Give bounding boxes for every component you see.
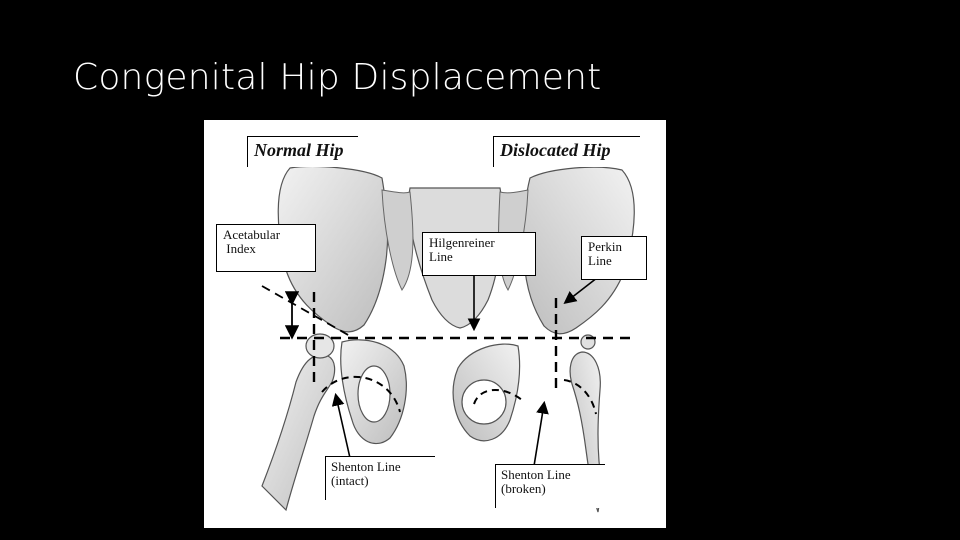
shenton-intact-label: Shenton Line (intact) [325, 456, 435, 500]
perkin-line-label: Perkin Line [581, 236, 647, 280]
left-femur [262, 355, 335, 510]
shenton-broken-label: Shenton Line (broken) [495, 464, 605, 508]
shenton-broken-arrow [534, 404, 544, 466]
left-obturator [358, 366, 390, 422]
hip-xray-diagram: Normal Hip Dislocated Hip Acetabular Ind… [204, 120, 666, 528]
slide-title: Congenital Hip Displacement [73, 56, 601, 99]
normal-hip-heading: Normal Hip [247, 136, 358, 167]
right-obturator [462, 380, 506, 424]
dislocated-hip-heading: Dislocated Hip [493, 136, 640, 167]
acetabular-index-label: Acetabular Index [216, 224, 316, 272]
hilgenreiner-line-label: Hilgenreiner Line [422, 232, 536, 276]
